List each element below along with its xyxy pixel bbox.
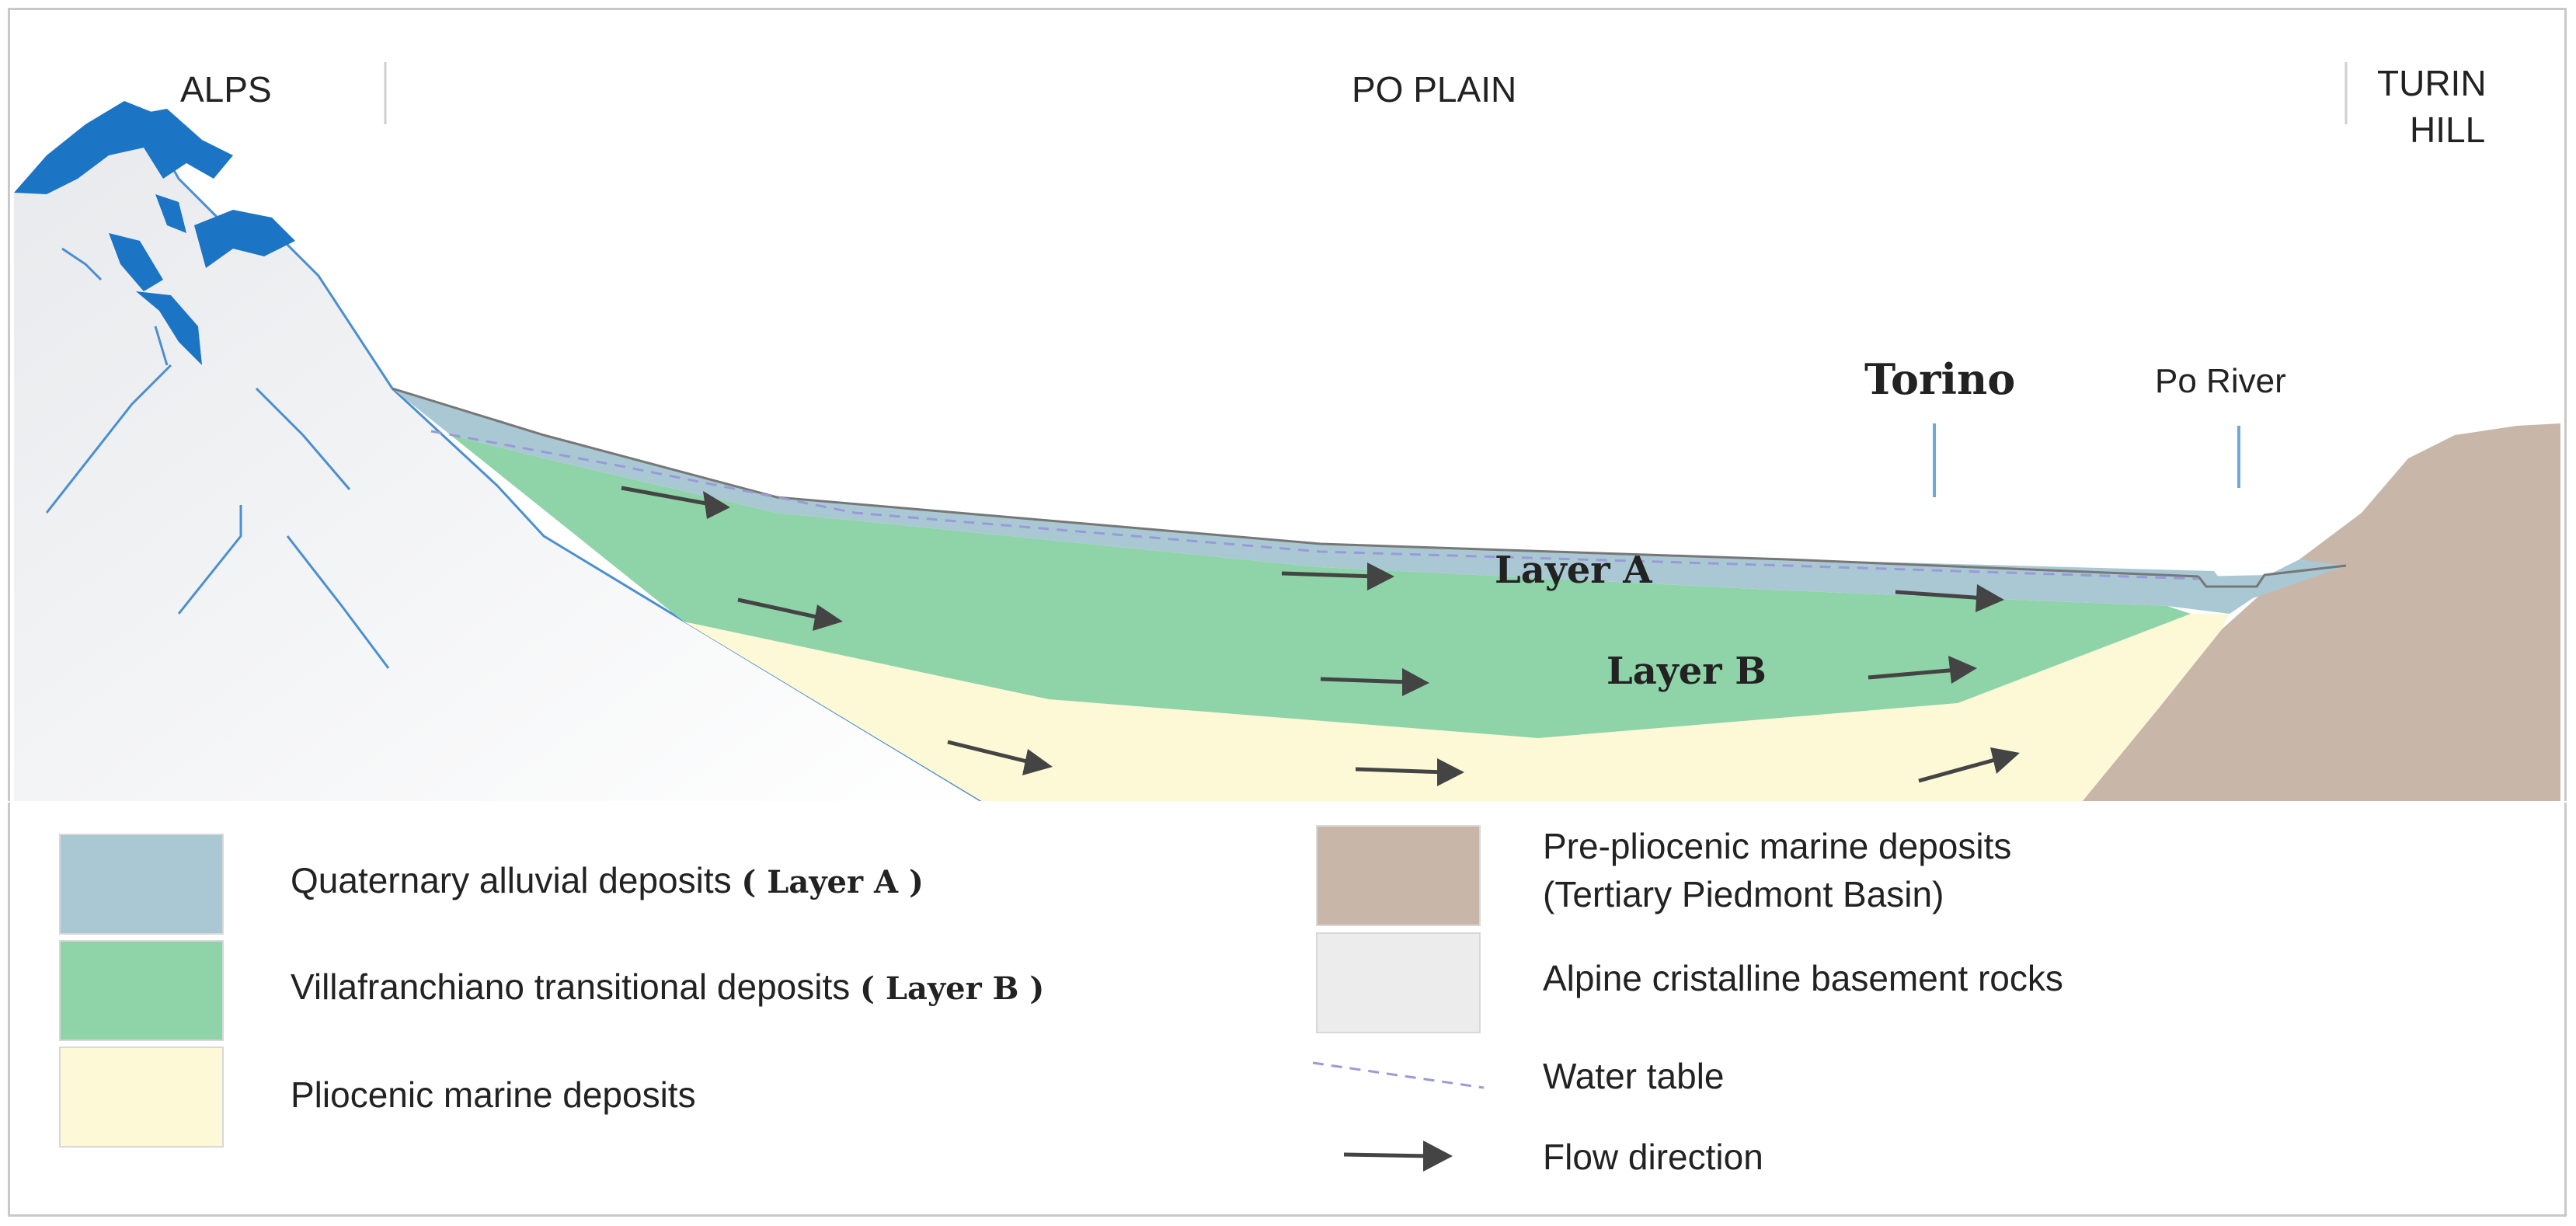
pliocenic-layer — [684, 614, 2230, 802]
legend-villafranchiano-tag: ( Layer B ) — [860, 970, 1045, 1007]
legend-water-table-icon — [1312, 1061, 1485, 1089]
label-torino: Torino — [1864, 354, 2016, 404]
legend-villafranchiano-text: Villafranchiano transitional deposits — [291, 967, 851, 1007]
alpine-basement — [14, 109, 983, 802]
legend-prepliocenic-line2: (Tertiary Piedmont Basin) — [1543, 874, 1944, 914]
label-layer-b: Layer B — [1607, 650, 1767, 693]
label-layer-a: Layer A — [1495, 549, 1652, 592]
flow-arrows — [621, 486, 2020, 786]
legend-swatch-alpine — [1316, 932, 1481, 1033]
river-channel — [2197, 564, 2347, 588]
region-turin-hill-line1: TURIN — [2377, 63, 2487, 103]
legend-alpine: Alpine cristalline basement rocks — [1543, 958, 2063, 998]
region-alps: ALPS — [180, 69, 272, 110]
layer-b — [451, 435, 2191, 738]
legend-prepliocenic-line1: Pre-pliocenic marine deposits — [1543, 826, 2012, 866]
legend-water-table: Water table — [1543, 1056, 1725, 1096]
legend-swatch-pliocenic — [59, 1047, 224, 1148]
region-turin-hill-line2: HILL — [2410, 110, 2486, 150]
region-po-plain: PO PLAIN — [1352, 69, 1517, 110]
legend-swatch-prepliocenic — [1316, 825, 1481, 926]
legend-swatch-villafranchiano — [59, 940, 224, 1041]
rock-fractures — [45, 247, 390, 669]
legend-flow-arrow-icon — [1343, 1141, 1453, 1172]
legend-pliocenic: Pliocenic marine deposits — [291, 1074, 696, 1115]
legend-quaternary-text: Quaternary alluvial deposits — [291, 860, 732, 900]
legend-villafranchiano: Villafranchiano transitional deposits ( … — [291, 966, 1044, 1008]
snow-caps — [14, 101, 295, 365]
legend-flow-direction: Flow direction — [1543, 1137, 1763, 1177]
legend-swatch-quaternary — [59, 834, 224, 935]
legend-quaternary-tag: ( Layer A ) — [741, 864, 924, 900]
legend-quaternary: Quaternary alluvial deposits ( Layer A ) — [291, 859, 924, 901]
turin-hill-deposits — [2082, 423, 2560, 802]
label-po-river: Po River — [2155, 362, 2286, 400]
ground-surface — [392, 387, 2199, 578]
